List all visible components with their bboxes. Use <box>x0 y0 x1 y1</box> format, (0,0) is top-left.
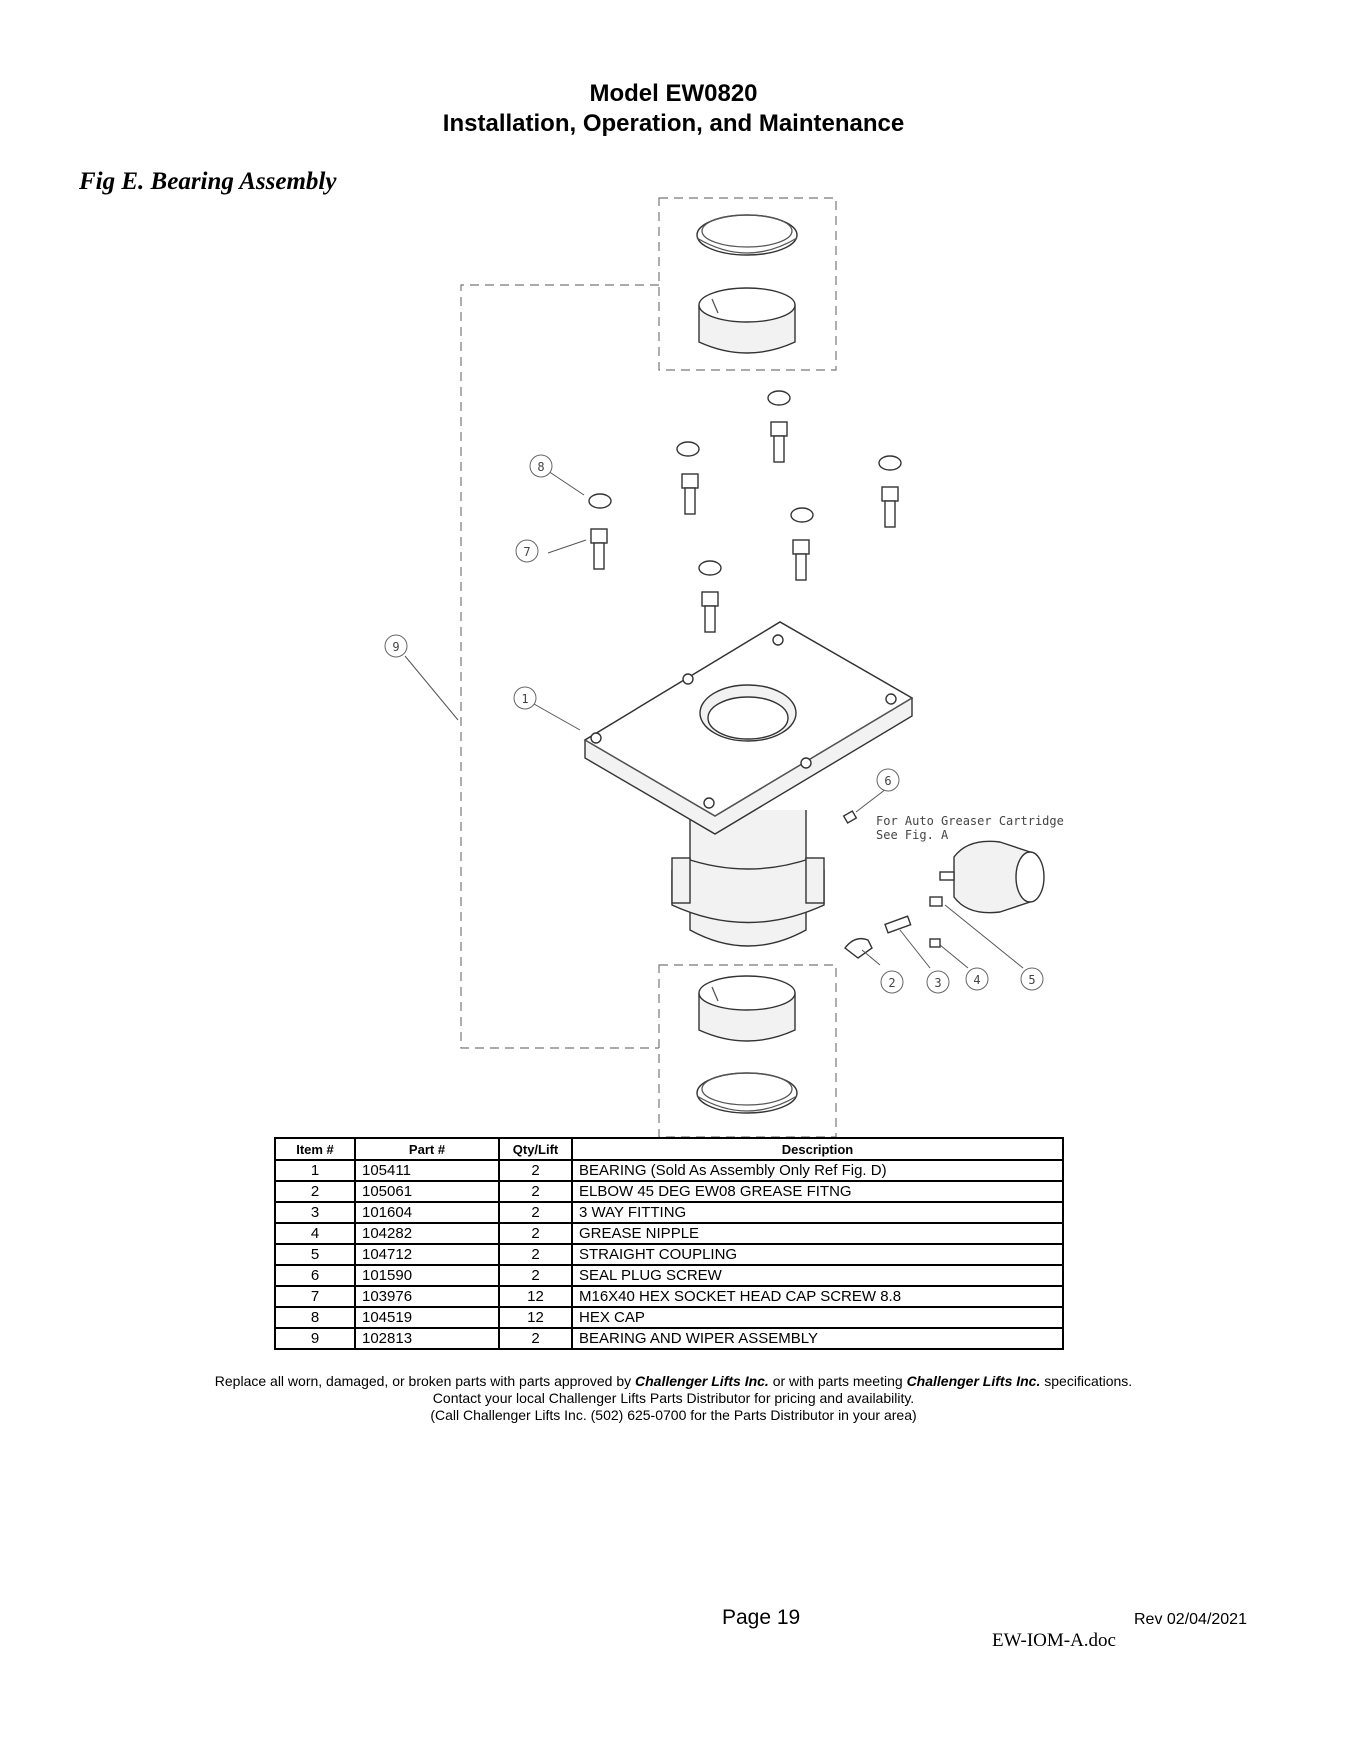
company-name: Challenger Lifts Inc. <box>906 1373 1041 1389</box>
cell-description: HEX CAP <box>571 1306 1064 1329</box>
header-qty: Qty/Lift <box>498 1137 573 1161</box>
assembly-dashed-outline <box>460 197 837 1138</box>
table-header-row: Item # Part # Qty/Lift Description <box>274 1137 1064 1161</box>
cell-description: SEAL PLUG SCREW <box>571 1264 1064 1287</box>
document-title: Model EW0820 <box>589 80 758 107</box>
top-bearing-sleeve <box>698 287 796 354</box>
callout-8: 8 <box>537 460 544 474</box>
cell-item: 6 <box>274 1264 356 1287</box>
callout-bubbles: 1 2 3 4 5 6 7 8 9 <box>384 454 1044 994</box>
bearing-housing <box>583 621 914 947</box>
cell-part: 105411 <box>354 1159 500 1182</box>
header-item: Item # <box>274 1137 356 1161</box>
cell-item: 7 <box>274 1285 356 1308</box>
cell-item: 9 <box>274 1327 356 1350</box>
cell-description: 3 WAY FITTING <box>571 1201 1064 1224</box>
cell-qty: 2 <box>498 1327 573 1350</box>
cell-item: 5 <box>274 1243 356 1266</box>
cell-part: 101604 <box>354 1201 500 1224</box>
cell-description: GREASE NIPPLE <box>571 1222 1064 1245</box>
cell-qty: 2 <box>498 1243 573 1266</box>
callout-3: 3 <box>934 976 941 990</box>
cell-qty: 12 <box>498 1306 573 1329</box>
document-subtitle: Installation, Operation, and Maintenance <box>442 110 905 137</box>
cell-part: 104519 <box>354 1306 500 1329</box>
page-number: Page 19 <box>722 1606 801 1629</box>
cap-screws <box>590 421 899 633</box>
header-description: Description <box>571 1137 1064 1161</box>
cell-part: 104282 <box>354 1222 500 1245</box>
replacement-notice: Replace all worn, damaged, or broken par… <box>0 1373 1347 1424</box>
cell-item: 4 <box>274 1222 356 1245</box>
auto-greaser-note-line1: For Auto Greaser Cartridge <box>876 814 1064 828</box>
cell-qty: 2 <box>498 1222 573 1245</box>
cell-item: 8 <box>274 1306 356 1329</box>
cell-part: 101590 <box>354 1264 500 1287</box>
notice-line-2: Contact your local Challenger Lifts Part… <box>432 1390 915 1406</box>
cell-description: M16X40 HEX SOCKET HEAD CAP SCREW 8.8 <box>571 1285 1064 1308</box>
cell-qty: 2 <box>498 1159 573 1182</box>
bearing-assembly-drawing: 1 2 3 4 5 6 7 8 9 For Auto Greaser Cartr… <box>384 197 1064 1138</box>
callout-1: 1 <box>521 692 528 706</box>
grease-fittings <box>842 810 1045 959</box>
cell-part: 105061 <box>354 1180 500 1203</box>
cell-item: 1 <box>274 1159 356 1182</box>
notice-line-3: (Call Challenger Lifts Inc. (502) 625-07… <box>430 1407 917 1423</box>
notice-line-1: Replace all worn, damaged, or broken par… <box>214 1373 1133 1389</box>
company-name: Challenger Lifts Inc. <box>635 1373 769 1389</box>
cell-part: 103976 <box>354 1285 500 1308</box>
cell-qty: 2 <box>498 1264 573 1287</box>
cell-item: 2 <box>274 1180 356 1203</box>
cell-description: ELBOW 45 DEG EW08 GREASE FITNG <box>571 1180 1064 1203</box>
cell-description: STRAIGHT COUPLING <box>571 1243 1064 1266</box>
callout-2: 2 <box>888 976 895 990</box>
cell-description: BEARING AND WIPER ASSEMBLY <box>571 1327 1064 1350</box>
cell-qty: 12 <box>498 1285 573 1308</box>
cell-item: 3 <box>274 1201 356 1224</box>
cell-part: 104712 <box>354 1243 500 1266</box>
header-part: Part # <box>354 1137 500 1161</box>
cell-part: 102813 <box>354 1327 500 1350</box>
top-wiper-ring <box>696 214 798 256</box>
callout-9: 9 <box>392 640 399 654</box>
callout-5: 5 <box>1028 973 1035 987</box>
callout-7: 7 <box>523 545 530 559</box>
cell-qty: 2 <box>498 1180 573 1203</box>
callout-6: 6 <box>884 774 891 788</box>
callout-4: 4 <box>973 973 980 987</box>
callout-leaders <box>404 470 1024 969</box>
cell-qty: 2 <box>498 1201 573 1224</box>
hex-caps <box>588 390 902 576</box>
figure-title: Fig E. Bearing Assembly <box>79 168 337 195</box>
auto-greaser-note-line2: See Fig. A <box>876 828 949 842</box>
revision-date: Rev 02/04/2021 <box>1134 1611 1247 1628</box>
cell-description: BEARING (Sold As Assembly Only Ref Fig. … <box>571 1159 1064 1182</box>
bottom-wiper-ring <box>696 1072 798 1114</box>
document-filename: EW-IOM-A.doc <box>992 1630 1116 1651</box>
bottom-bearing-sleeve <box>698 975 796 1042</box>
